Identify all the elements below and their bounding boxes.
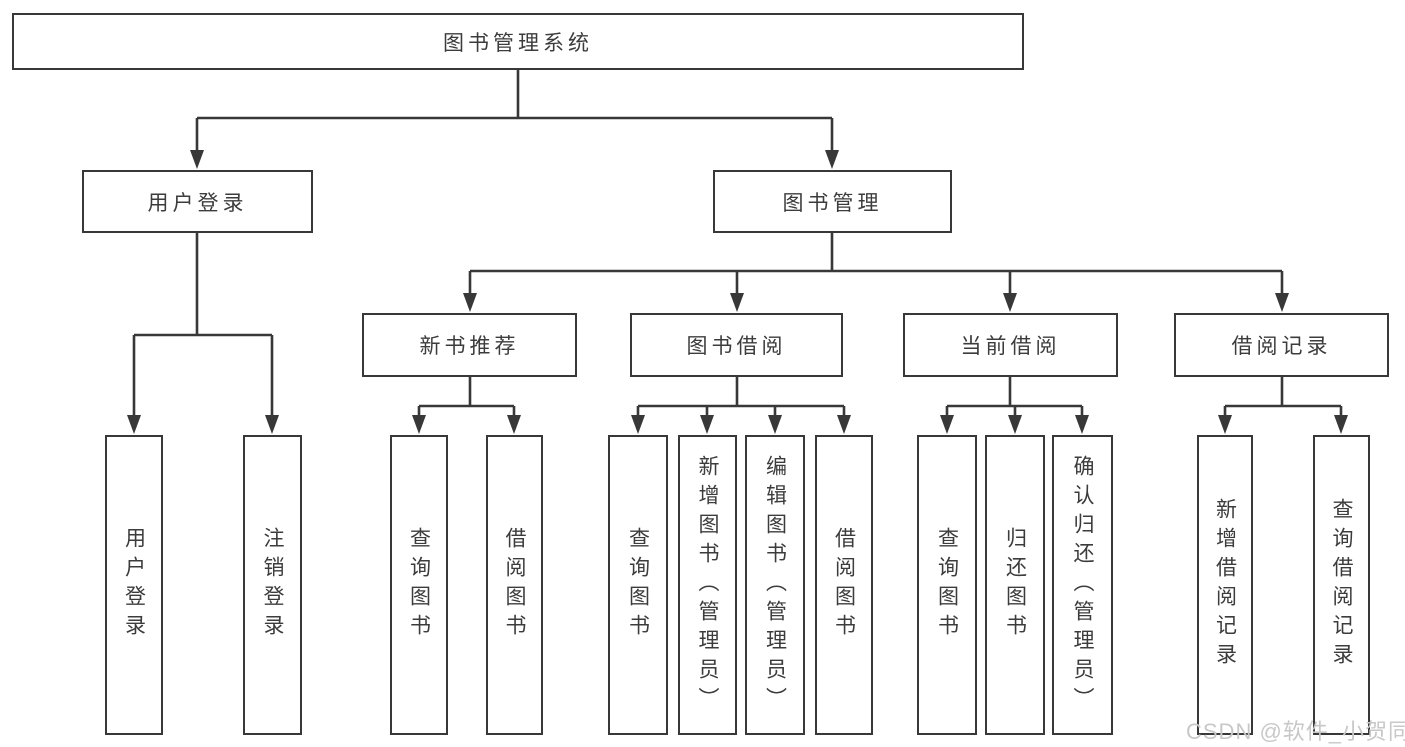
leaf-add-books-admin: 新增图书（管理员） <box>678 435 737 735</box>
connector-current-borrow-to-children <box>940 377 1089 434</box>
node-root-system: 图书管理系统 <box>12 13 1024 70</box>
connector-new-book-to-children <box>412 377 521 434</box>
node-book-borrow: 图书借阅 <box>630 313 843 377</box>
arrow-down-icon <box>190 150 204 169</box>
arrow-down-icon <box>768 415 782 434</box>
arrow-down-icon <box>1008 415 1022 434</box>
node-book-management: 图书管理 <box>713 170 952 233</box>
arrow-down-icon <box>825 150 839 169</box>
connector-book-borrow-to-children <box>631 377 851 434</box>
arrow-down-icon <box>1075 415 1089 434</box>
leaf-edit-books-admin: 编辑图书（管理员） <box>745 435 805 735</box>
arrow-down-icon <box>507 415 521 434</box>
arrow-down-icon <box>837 415 851 434</box>
node-user-login: 用户登录 <box>82 170 313 233</box>
arrow-down-icon <box>940 415 954 434</box>
node-borrow-record: 借阅记录 <box>1174 313 1389 377</box>
arrow-down-icon <box>700 415 714 434</box>
leaf-query-books-current: 查询图书 <box>917 435 977 735</box>
arrow-down-icon <box>730 293 744 312</box>
arrow-down-icon <box>1334 415 1348 434</box>
arrow-down-icon <box>463 293 477 312</box>
arrow-down-icon <box>1218 415 1232 434</box>
watermark: CSDN @软件_小贺同学 <box>1186 719 1405 744</box>
leaf-borrow-books-recommend: 借阅图书 <box>486 435 543 735</box>
arrow-down-icon <box>412 415 426 434</box>
arrow-down-icon <box>1275 293 1289 312</box>
leaf-logout: 注销登录 <box>243 435 302 735</box>
leaf-query-books-borrow: 查询图书 <box>608 435 668 735</box>
leaf-user-login: 用户登录 <box>105 435 163 735</box>
node-current-borrow: 当前借阅 <box>903 313 1118 377</box>
leaf-query-borrow-record: 查询借阅记录 <box>1313 435 1370 735</box>
leaf-return-books: 归还图书 <box>985 435 1045 735</box>
connector-user-login-to-children <box>127 233 279 434</box>
leaf-query-books-recommend: 查询图书 <box>390 435 448 735</box>
arrow-down-icon <box>127 415 141 434</box>
connector-book-mgmt-to-level3 <box>463 233 1289 312</box>
leaf-confirm-return-admin: 确认归还（管理员） <box>1052 435 1113 735</box>
arrow-down-icon <box>1003 293 1017 312</box>
node-new-book-recommend: 新书推荐 <box>362 313 577 377</box>
arrow-down-icon <box>631 415 645 434</box>
leaf-borrow-books: 借阅图书 <box>815 435 873 735</box>
connector-borrow-record-to-children <box>1218 377 1348 434</box>
leaf-add-borrow-record: 新增借阅记录 <box>1197 435 1253 735</box>
arrow-down-icon <box>265 415 279 434</box>
connector-root-to-level2 <box>190 70 839 169</box>
